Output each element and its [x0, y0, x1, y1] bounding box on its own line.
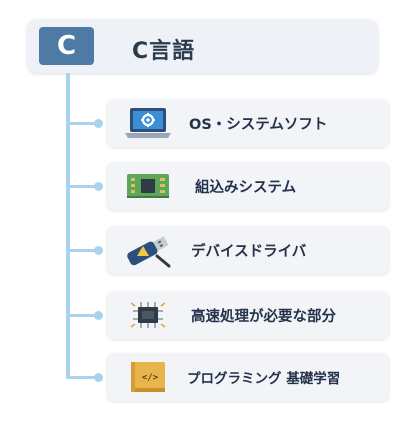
branch-dot: [94, 311, 103, 320]
c-logo: C: [39, 27, 94, 65]
item-label: 組込みシステム: [195, 180, 297, 196]
list-item-embedded: 組込みシステム: [107, 162, 389, 210]
list-item-driver: デバイスドライバ: [107, 226, 389, 274]
item-label: プログラミング 基礎学習: [187, 371, 341, 387]
branch-dot: [94, 119, 103, 128]
item-label: 高速処理が必要な部分: [191, 309, 336, 325]
circuit-board-icon: [127, 174, 169, 198]
branch-line: [70, 122, 98, 125]
logo-letter: C: [56, 31, 77, 61]
header-title: C言語: [132, 39, 196, 64]
branch-dot: [94, 246, 103, 255]
laptop-gear-icon: [125, 108, 171, 138]
cpu-chip-icon: [130, 302, 166, 328]
branch-dot: [94, 373, 103, 382]
list-item-os: OS・システムソフト: [107, 99, 389, 147]
list-item-performance: 高速処理が必要な部分: [107, 291, 389, 339]
header-panel: C C言語: [27, 19, 378, 73]
item-label: OS・システムソフト: [189, 117, 328, 133]
tree-trunk-line: [66, 73, 70, 379]
code-book-icon: </>: [131, 362, 165, 392]
branch-line: [70, 376, 98, 379]
usb-screwdriver-icon: [127, 236, 171, 268]
svg-text:</>: </>: [142, 373, 159, 383]
branch-line: [70, 249, 98, 252]
list-item-learning: </> プログラミング 基礎学習: [107, 353, 389, 401]
branch-line: [70, 314, 98, 317]
item-label: デバイスドライバ: [191, 244, 307, 260]
branch-dot: [94, 182, 103, 191]
branch-line: [70, 185, 98, 188]
